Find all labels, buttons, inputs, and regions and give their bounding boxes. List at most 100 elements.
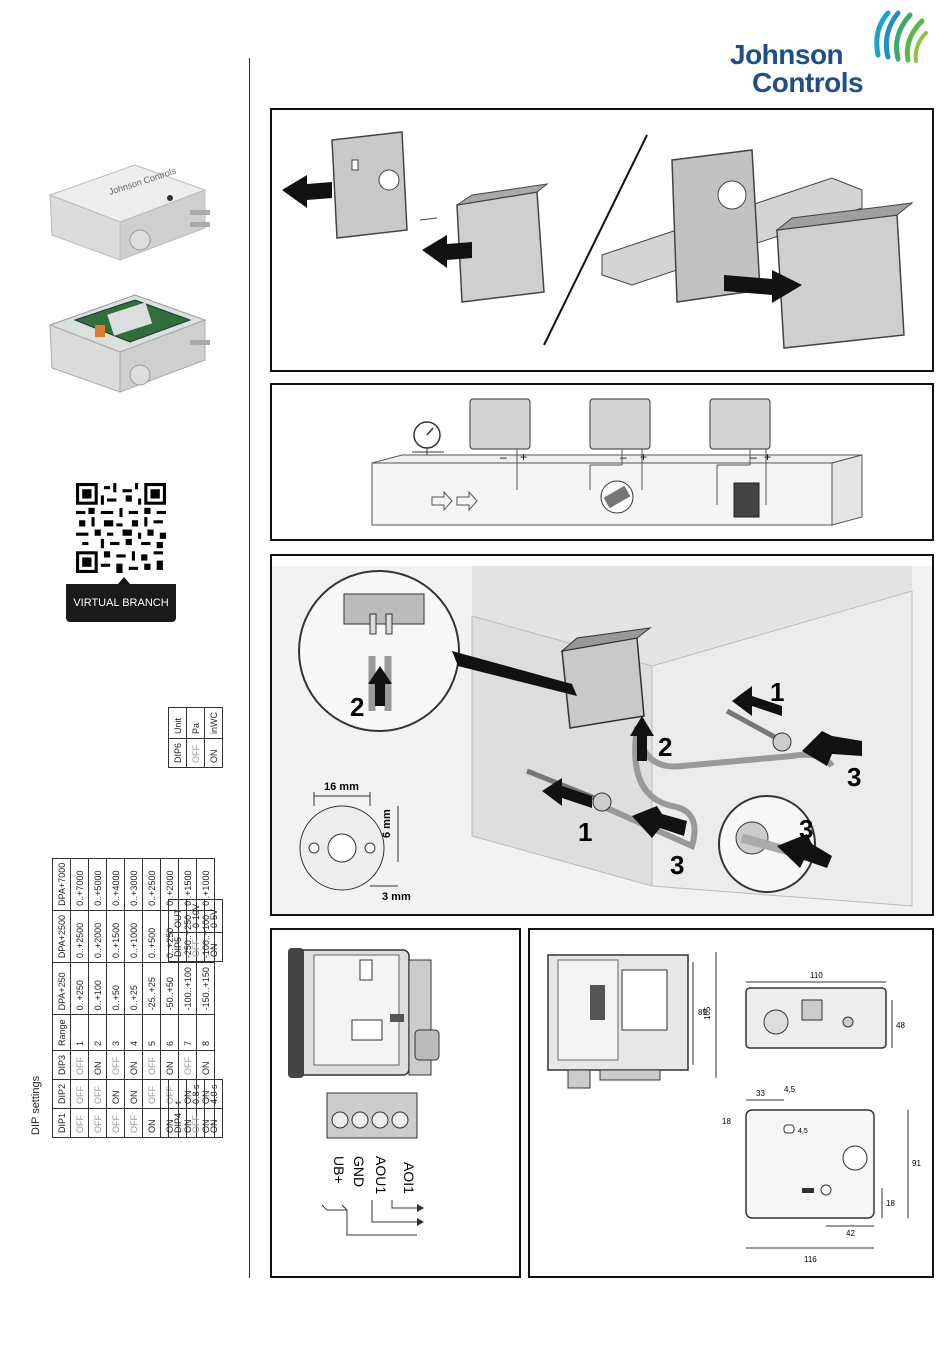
product-photo-open <box>48 294 210 393</box>
table-cell: ON <box>204 1108 223 1138</box>
arrow-right-icon <box>542 778 592 808</box>
svg-text:16 mm: 16 mm <box>324 781 359 793</box>
table-cell: OFF <box>106 1108 125 1138</box>
table-cell: 0-5V <box>204 899 223 933</box>
table-cell: -100..+100 <box>178 962 197 1015</box>
table-header-cell: DIP3 <box>52 1050 71 1080</box>
dip-settings-title: DIP settings <box>30 1075 42 1135</box>
svg-text:AOU1: AOU1 <box>373 1156 389 1194</box>
table-cell: ON <box>124 1079 143 1109</box>
svg-text:48: 48 <box>896 1021 905 1030</box>
svg-text:3: 3 <box>847 762 861 792</box>
table-cell: OFF <box>106 1050 125 1080</box>
table-cell: ON <box>88 1050 107 1080</box>
table-cell: 4 <box>124 1014 143 1051</box>
table-cell: OFF <box>178 1050 197 1080</box>
table-cell: ON <box>196 1050 215 1080</box>
table-header-cell: DPA+7000 <box>52 858 71 911</box>
table-header-cell: DPA+2500 <box>52 910 71 963</box>
table-cell: -50..+50 <box>160 962 179 1015</box>
svg-text:1: 1 <box>770 677 784 707</box>
table-cell: OFF <box>186 932 205 962</box>
svg-text:+: + <box>764 450 771 464</box>
svg-text:3 mm: 3 mm <box>382 891 411 903</box>
table-cell: 8 <box>196 1014 215 1051</box>
table-cell: -25..+25 <box>142 962 161 1015</box>
svg-text:4,5: 4,5 <box>784 1085 796 1094</box>
qr-code-icon <box>76 483 166 573</box>
table-cell: 0..+3000 <box>124 858 143 911</box>
arrow-left-icon <box>632 806 687 838</box>
table-cell: 0..+250 <box>70 962 89 1015</box>
table-header-cell: DIP6 <box>168 738 187 768</box>
table-header-cell: DIP4 <box>168 1108 187 1138</box>
panel-dimensions: 105 85 110 48 33 4,5 18 4,5 91 18 42 116 <box>528 928 934 1278</box>
table-cell: ON <box>142 1108 161 1138</box>
brand-line2: Controls <box>752 67 864 98</box>
qr-card[interactable]: VIRTUAL BRANCH <box>66 475 176 622</box>
table-cell: 0..+2500 <box>142 858 161 911</box>
brand-swirl-icon <box>874 10 928 63</box>
arrow-right-icon <box>724 270 802 303</box>
brand-logo: Johnson Controls <box>730 5 930 100</box>
arrow-left-icon <box>282 175 332 208</box>
svg-text:UB+: UB+ <box>331 1156 347 1184</box>
table-header-cell: Unit <box>168 707 187 739</box>
svg-text:110: 110 <box>810 971 823 980</box>
panel-tube-connection: 2 2 1 3 1 3 3 16 mm 6 mm <box>270 554 934 916</box>
table-cell: 1 <box>70 1014 89 1051</box>
table-cell: 2 <box>88 1014 107 1051</box>
svg-text:33: 33 <box>756 1089 765 1098</box>
svg-text:6 mm: 6 mm <box>381 809 393 838</box>
svg-text:AOI1: AOI1 <box>401 1162 417 1194</box>
table-cell: OFF <box>70 1108 89 1138</box>
table-cell: 0..+5000 <box>88 858 107 911</box>
svg-text:GND: GND <box>351 1156 367 1187</box>
svg-text:4,5: 4,5 <box>798 1128 808 1135</box>
table-cell: 0..+50 <box>106 962 125 1015</box>
table-cell: ON <box>160 1050 179 1080</box>
table-cell: OFF <box>70 1050 89 1080</box>
table-cell: ON <box>124 1050 143 1080</box>
svg-text:105: 105 <box>703 1006 712 1020</box>
svg-text:+: + <box>640 450 647 464</box>
table-cell: 6 <box>160 1014 179 1051</box>
panel-wiring: AOI1 AOU1 GND UB+ <box>270 928 521 1278</box>
table-cell: 0-10V <box>186 899 205 933</box>
table-cell: 0..+7000 <box>70 858 89 911</box>
table-header-cell: OUT <box>168 899 187 933</box>
table-cell: 0..+100 <box>88 962 107 1015</box>
table-cell: inWC <box>204 707 223 739</box>
column-divider <box>249 58 250 1278</box>
table-header-cell: DPA+250 <box>52 962 71 1015</box>
svg-text:–: – <box>750 450 757 464</box>
arrow-up-icon <box>368 666 392 706</box>
table-cell: -150..+150 <box>196 962 215 1015</box>
svg-text:1: 1 <box>578 817 592 847</box>
table-cell: OFF <box>186 1108 205 1138</box>
table-header-cell: DIP5 <box>168 932 187 962</box>
panel-mounting <box>270 108 934 372</box>
svg-text:+: + <box>520 450 527 464</box>
table-cell: OFF <box>142 1079 161 1109</box>
panel-duct-installation: – + – + – + <box>270 383 934 541</box>
arrow-left-icon <box>802 731 862 766</box>
table-cell: 0..+4000 <box>106 858 125 911</box>
svg-text:18: 18 <box>722 1117 731 1126</box>
table-cell: 7 <box>178 1014 197 1051</box>
svg-text:3: 3 <box>670 850 684 880</box>
table-header-cell: DIP2 <box>52 1079 71 1109</box>
